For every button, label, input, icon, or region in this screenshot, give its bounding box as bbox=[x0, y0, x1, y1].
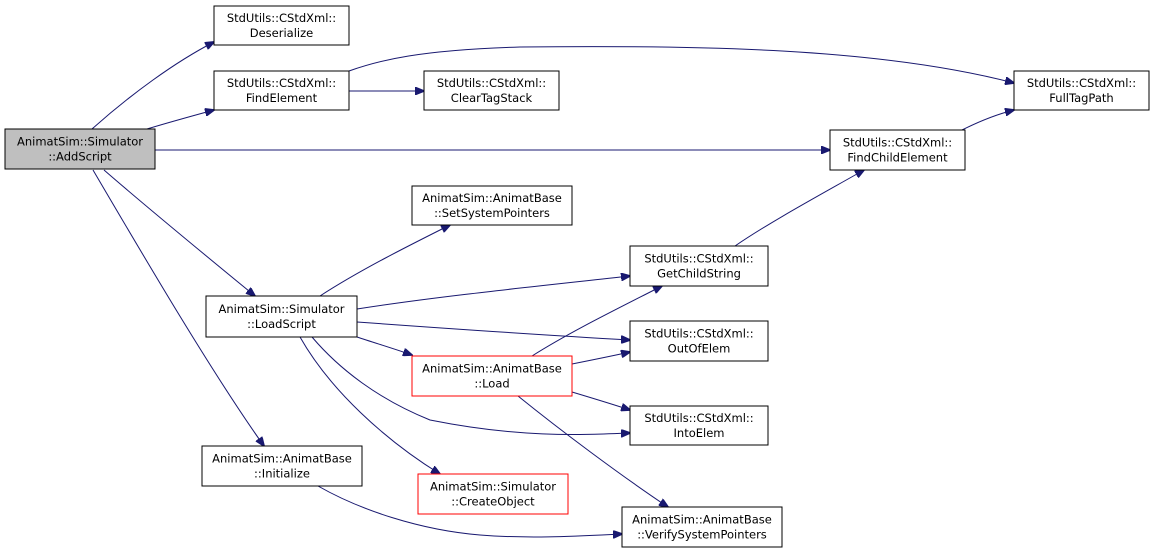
node-label-line: StdUtils::CStdXml:: bbox=[227, 11, 336, 25]
edge-loadscript-to-getchildstring bbox=[356, 276, 630, 310]
node-label-line: StdUtils::CStdXml:: bbox=[644, 411, 753, 425]
node-box-getchildstring bbox=[629, 245, 769, 287]
node-box-addscript bbox=[4, 128, 156, 170]
node-label-line: ::AddScript bbox=[48, 150, 112, 164]
node-box-setsystempointers bbox=[411, 185, 573, 226]
node-box-deserialize bbox=[213, 5, 350, 46]
node-label-line: AnimatSim::Simulator bbox=[17, 135, 143, 149]
node-label-line: Deserialize bbox=[250, 26, 313, 40]
node-box-fulltagpath bbox=[1013, 70, 1150, 111]
node-label-line: OutOfElem bbox=[668, 342, 731, 356]
node-initialize[interactable]: AnimatSim::AnimatBase::Initialize bbox=[201, 445, 363, 487]
edge-findelement-to-fulltagpath bbox=[348, 46, 1014, 83]
node-box-findchildelement bbox=[829, 129, 966, 171]
node-deserialize[interactable]: StdUtils::CStdXml::Deserialize bbox=[213, 5, 350, 46]
nodes-layer: AnimatSim::Simulator::AddScriptStdUtils:… bbox=[4, 5, 1150, 548]
node-box-createobject bbox=[417, 473, 569, 515]
node-label-line: AnimatSim::AnimatBase bbox=[422, 191, 562, 205]
node-verifysystempointers[interactable]: AnimatSim::AnimatBase::VerifySystemPoint… bbox=[621, 506, 783, 548]
edge-addscript-to-initialize bbox=[92, 169, 264, 446]
node-label-line: IntoElem bbox=[674, 426, 725, 440]
node-intoelem[interactable]: StdUtils::CStdXml::IntoElem bbox=[629, 405, 769, 446]
node-label-line: ::CreateObject bbox=[451, 495, 535, 509]
node-box-loadscript bbox=[205, 295, 358, 338]
node-label-line: AnimatSim::Simulator bbox=[218, 302, 344, 316]
node-label-line: AnimatSim::Simulator bbox=[430, 480, 556, 494]
node-label-line: ::Initialize bbox=[254, 467, 310, 481]
edge-addscript-to-deserialize bbox=[91, 42, 214, 130]
edges-layer bbox=[91, 42, 1014, 537]
node-label-line: StdUtils::CStdXml:: bbox=[843, 136, 952, 150]
edge-loadscript-to-createobject bbox=[299, 336, 440, 474]
node-label-line: AnimatSim::AnimatBase bbox=[632, 513, 772, 527]
node-setsystempointers[interactable]: AnimatSim::AnimatBase::SetSystemPointers bbox=[411, 185, 573, 226]
node-label-line: StdUtils::CStdXml:: bbox=[1027, 76, 1136, 90]
node-outofelem[interactable]: StdUtils::CStdXml::OutOfElem bbox=[629, 320, 769, 362]
node-fulltagpath[interactable]: StdUtils::CStdXml::FullTagPath bbox=[1013, 70, 1150, 111]
node-findelement[interactable]: StdUtils::CStdXml::FindElement bbox=[213, 70, 350, 111]
node-box-initialize bbox=[201, 445, 363, 487]
node-getchildstring[interactable]: StdUtils::CStdXml::GetChildString bbox=[629, 245, 769, 287]
edge-load-to-getchildstring bbox=[531, 286, 662, 357]
edge-loadscript-to-outofelem bbox=[356, 321, 630, 340]
node-label-line: ClearTagStack bbox=[451, 91, 533, 105]
node-loadscript[interactable]: AnimatSim::Simulator::LoadScript bbox=[205, 295, 358, 338]
node-load[interactable]: AnimatSim::AnimatBase::Load bbox=[411, 355, 573, 397]
node-label-line: StdUtils::CStdXml:: bbox=[644, 327, 753, 341]
node-box-cleartagstack bbox=[423, 70, 560, 111]
node-label-line: FullTagPath bbox=[1049, 91, 1113, 105]
node-findchildelement[interactable]: StdUtils::CStdXml::FindChildElement bbox=[829, 129, 966, 171]
edge-getchildstring-to-findchildelement bbox=[734, 170, 864, 247]
node-box-verifysystempointers bbox=[621, 506, 783, 548]
node-label-line: ::LoadScript bbox=[247, 317, 316, 331]
edge-load-to-outofelem bbox=[571, 352, 630, 365]
node-label-line: GetChildString bbox=[657, 267, 741, 281]
node-box-outofelem bbox=[629, 320, 769, 362]
edge-addscript-to-findelement bbox=[146, 110, 214, 130]
node-cleartagstack[interactable]: StdUtils::CStdXml::ClearTagStack bbox=[423, 70, 560, 111]
node-label-line: ::SetSystemPointers bbox=[434, 206, 550, 220]
node-box-intoelem bbox=[629, 405, 769, 446]
node-label-line: StdUtils::CStdXml:: bbox=[644, 252, 753, 266]
node-label-line: StdUtils::CStdXml:: bbox=[437, 76, 546, 90]
node-label-line: ::VerifySystemPointers bbox=[637, 528, 767, 542]
node-createobject[interactable]: AnimatSim::Simulator::CreateObject bbox=[417, 473, 569, 515]
edge-loadscript-to-intoelem bbox=[311, 336, 630, 435]
edge-loadscript-to-setsystempointers bbox=[319, 225, 450, 297]
edge-loadscript-to-load bbox=[356, 336, 412, 355]
edge-findchildelement-to-fulltagpath bbox=[961, 110, 1014, 131]
edge-load-to-verifysystempointers bbox=[517, 395, 668, 507]
edge-addscript-to-loadscript bbox=[103, 169, 255, 296]
node-label-line: AnimatSim::AnimatBase bbox=[422, 362, 562, 376]
node-box-load bbox=[411, 355, 573, 397]
node-label-line: FindChildElement bbox=[847, 151, 948, 165]
edge-load-to-intoelem bbox=[571, 391, 630, 410]
edge-initialize-to-verifysystempointers bbox=[317, 485, 622, 537]
node-box-findelement bbox=[213, 70, 350, 111]
node-label-line: AnimatSim::AnimatBase bbox=[212, 452, 352, 466]
node-label-line: FindElement bbox=[246, 91, 318, 105]
node-label-line: StdUtils::CStdXml:: bbox=[227, 76, 336, 90]
node-addscript[interactable]: AnimatSim::Simulator::AddScript bbox=[4, 128, 156, 170]
node-label-line: ::Load bbox=[474, 377, 509, 391]
